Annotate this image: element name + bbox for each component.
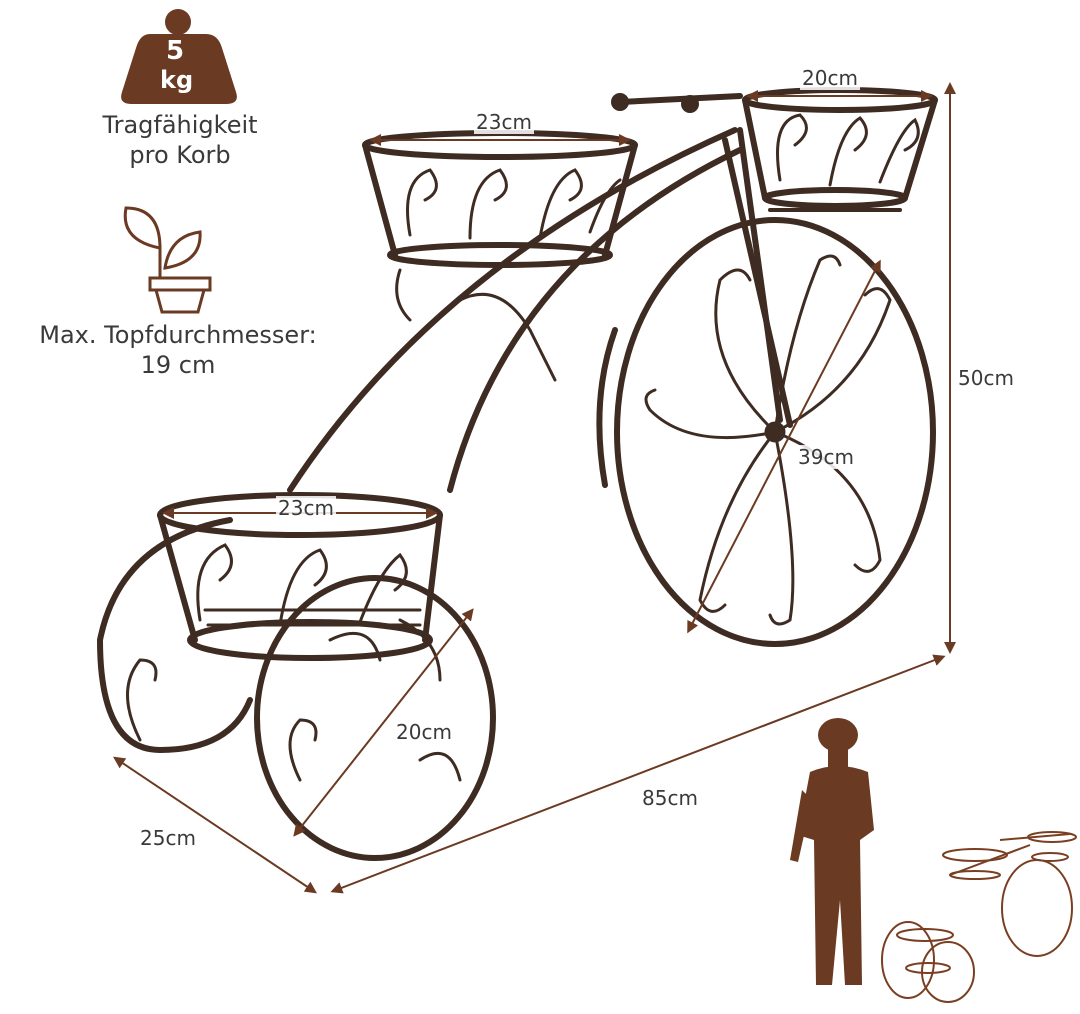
capacity-label: Tragfähigkeit pro Korb	[80, 110, 280, 170]
dim-rear-wheel: 20cm	[394, 720, 454, 744]
dim-height: 50cm	[958, 366, 1014, 390]
product-thumbnail	[881, 831, 1077, 1003]
weight-value: 5	[166, 36, 185, 66]
dimension-arrows	[113, 82, 956, 894]
capacity-label-line1: Tragfähigkeit	[102, 111, 258, 139]
dim-length: 85cm	[642, 786, 698, 810]
dim-front-wheel: 39cm	[796, 445, 856, 469]
person-silhouette-icon	[790, 718, 874, 985]
dim-rear-basket: 23cm	[276, 496, 336, 520]
dim-front-basket: 20cm	[800, 66, 860, 90]
plant-stand	[96, 87, 938, 861]
dim-middle-basket: 23cm	[474, 110, 534, 134]
pot-diameter-label-line2: 19 cm	[140, 351, 216, 379]
dim-width: 25cm	[140, 826, 196, 850]
pot-diameter-label-line1: Max. Topfdurchmesser:	[39, 321, 317, 349]
pot-diameter-label: Max. Topfdurchmesser: 19 cm	[0, 320, 356, 380]
weight-unit: kg	[160, 66, 194, 94]
plant-pot-icon	[123, 206, 212, 314]
capacity-label-line2: pro Korb	[129, 141, 231, 169]
weight-icon	[121, 9, 237, 104]
